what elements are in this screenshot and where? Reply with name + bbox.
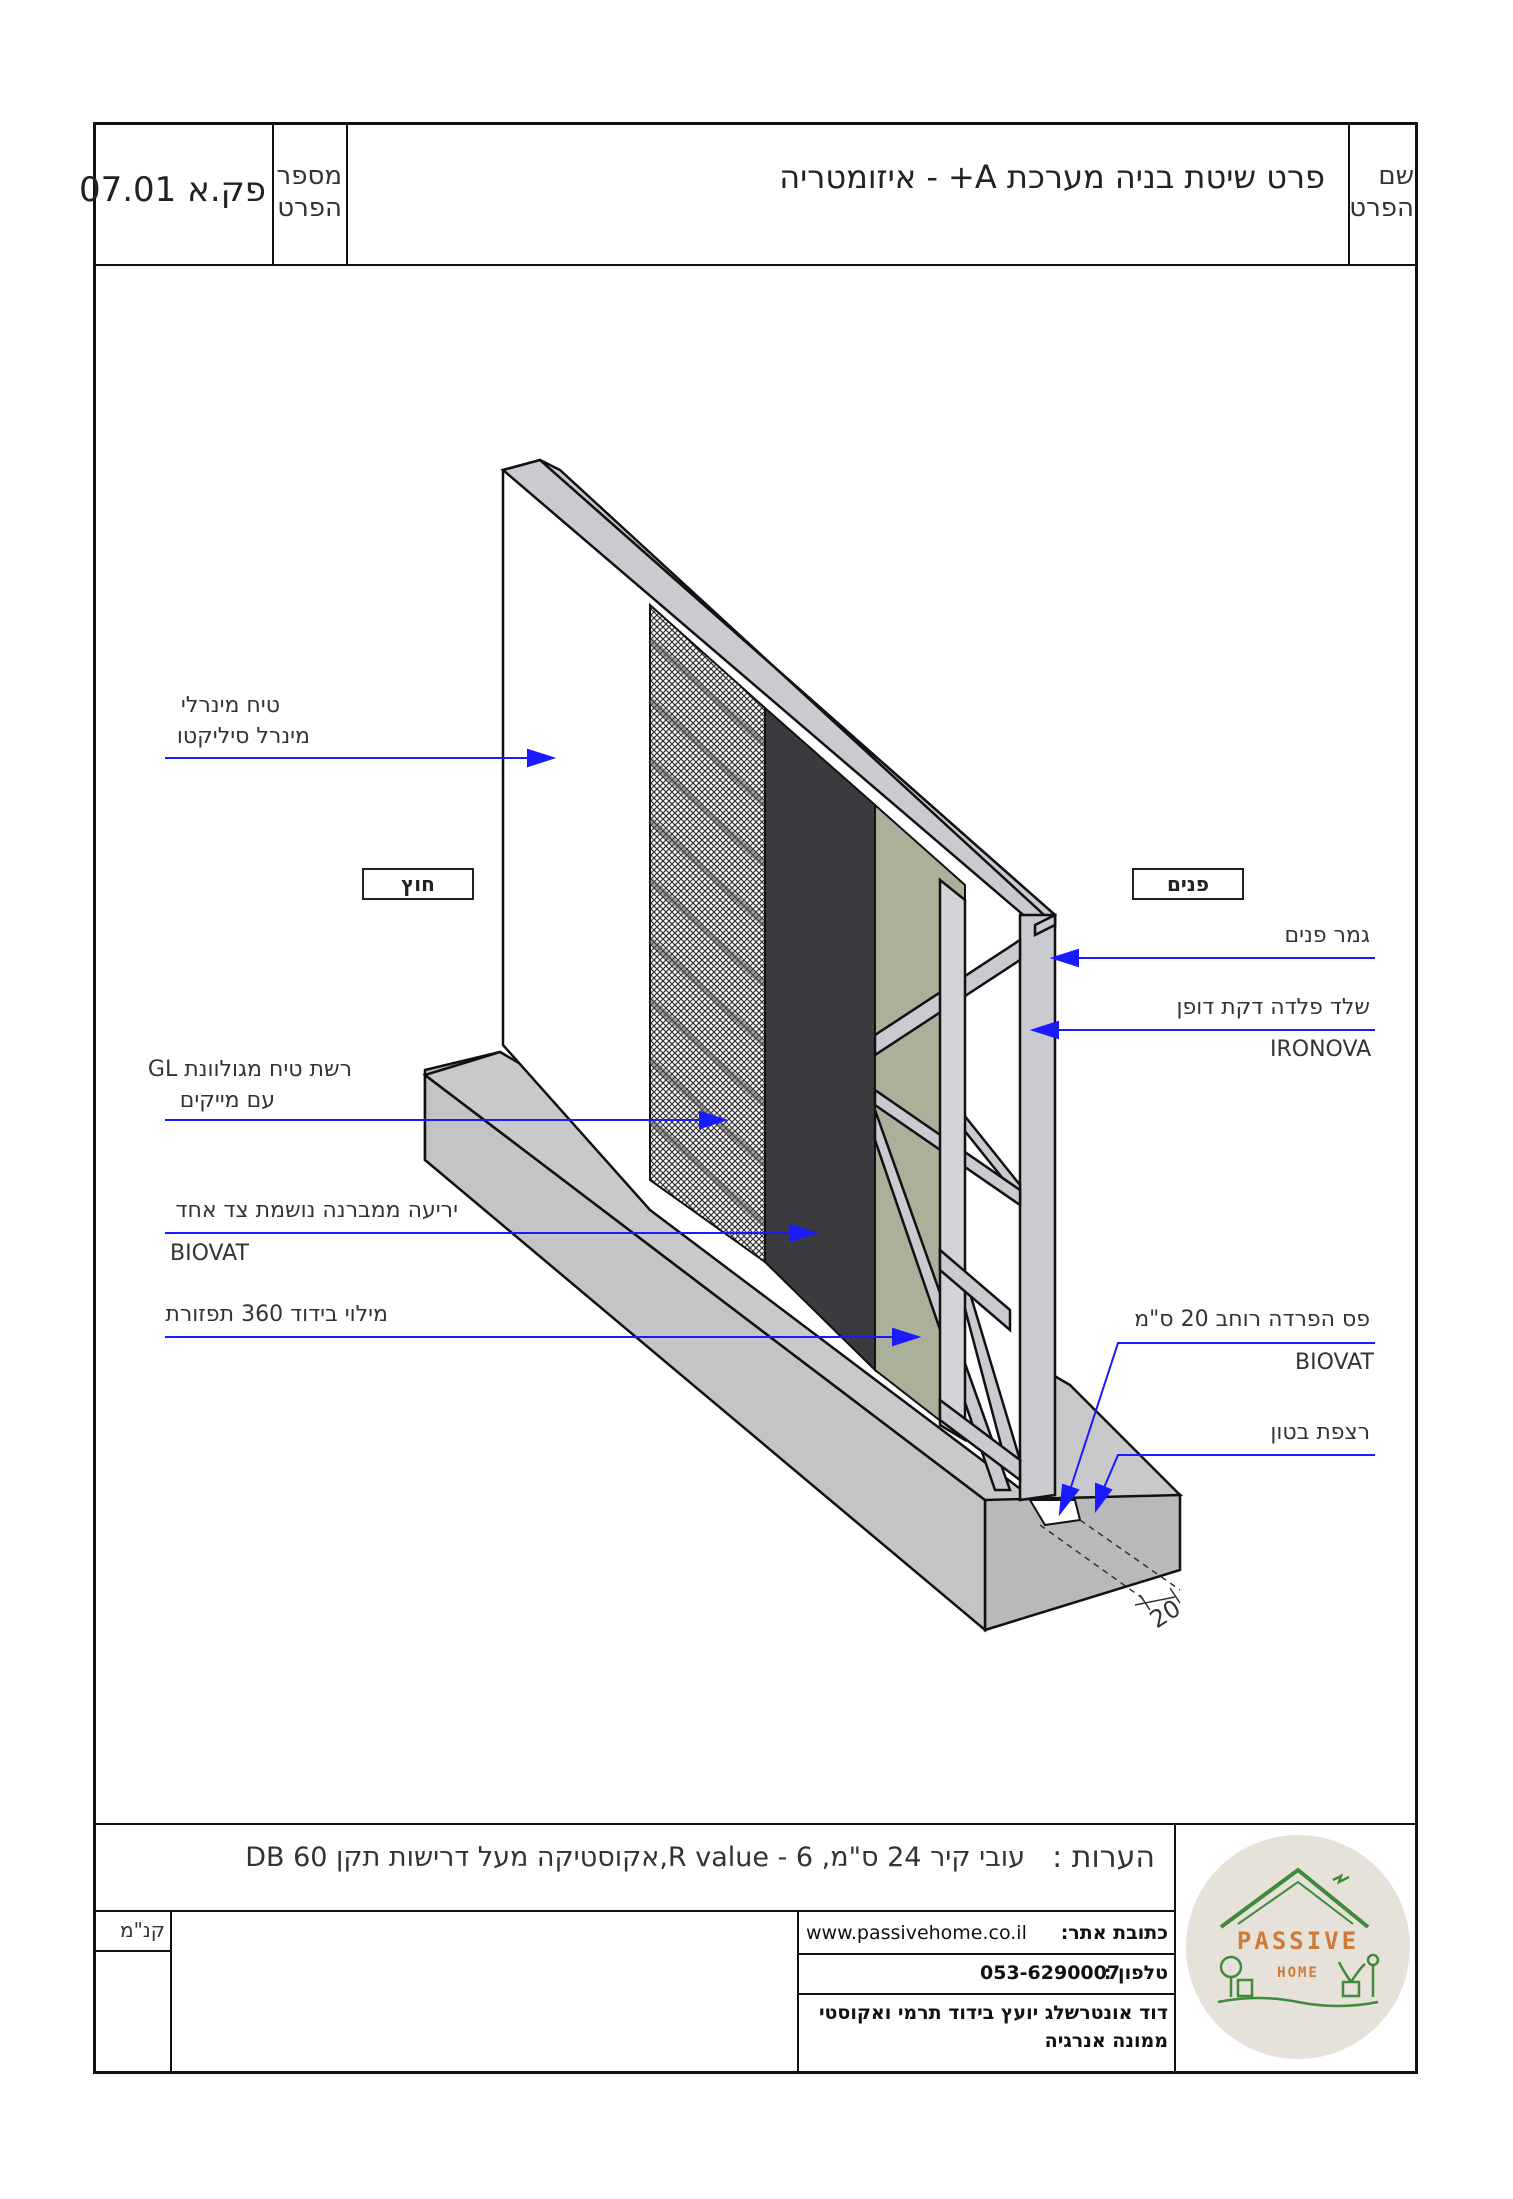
label-insulation: מילוי בידוד 360 תפזורת — [165, 1302, 388, 1327]
footer-info-row-1 — [797, 1953, 1175, 1955]
detail-number-label: מספר הפרט — [276, 161, 342, 223]
logo-plant-icon — [1337, 1953, 1380, 1998]
logo-tree-icon — [1219, 1955, 1254, 1998]
leader-arrows — [165, 748, 1375, 1517]
website-label: כתובת אתר: — [1060, 1922, 1168, 1944]
detail-name-label: שם הפרט — [1349, 161, 1414, 223]
footer-scale-row — [93, 1950, 171, 1952]
dimension-lines — [1039, 1519, 1181, 1611]
label-separation-strip-brand: BIOVAT — [1295, 1350, 1374, 1375]
membrane-layer — [764, 705, 876, 1373]
label-separation-strip: פס הפרדה רוחב 20 ס"מ — [1134, 1307, 1370, 1332]
consultant-title: ממונה אנרגיה — [1044, 2030, 1168, 2052]
footer-notes-divider — [93, 1910, 1175, 1912]
label-plaster-mesh: רשת טיח מגולוונת GL — [147, 1057, 352, 1082]
detail-title: פרט שיטת בניה מערכת A+ - איזומטריה — [779, 158, 1325, 196]
logo-word-home: HOME — [1277, 1965, 1319, 1981]
tag-inside: פנים — [1132, 868, 1244, 900]
header-divider — [93, 264, 1418, 266]
label-mineral-silicato: מינרל סיליקטו — [176, 724, 310, 749]
label-interior-finish: גמר פנים — [1284, 923, 1371, 948]
notes-label: הערות : — [1052, 1840, 1155, 1875]
website-link[interactable]: www.passivehome.co.il — [806, 1922, 1027, 1944]
consultant-name: דוד אונטרשלג יועץ בידוד תרמי ואקוסטי — [818, 2002, 1168, 2024]
footer-info-divider — [797, 1910, 799, 2074]
label-steel-frame: שלד פלדה דקת דופן — [1176, 995, 1370, 1020]
label-concrete-floor: רצפת בטון — [1270, 1420, 1370, 1445]
label-membrane: יריעה ממברנה נושמת צד אחד — [175, 1198, 458, 1223]
phone-label: טלפון : — [1103, 1962, 1168, 1984]
header-col-divider-3 — [1348, 122, 1350, 265]
label-mesh-anchors: עם מייקים — [179, 1088, 275, 1113]
steel-frame — [500, 458, 1058, 1502]
footer-scale-divider — [170, 1910, 172, 2074]
scale-label: קנ"מ — [120, 1918, 165, 1942]
header-col-divider-2 — [346, 122, 348, 265]
header-col-divider-1 — [272, 122, 274, 265]
notes-text: עובי קיר 24 ס"מ, R value - 6,אקוסטיקה מע… — [245, 1842, 1025, 1873]
drawing-frame — [93, 122, 1418, 2074]
label-membrane-brand: BIOVAT — [170, 1241, 249, 1266]
label-steel-frame-brand: IRONOVA — [1270, 1037, 1372, 1062]
tag-outside: חוץ — [362, 868, 474, 900]
detail-code: פק.א 07.01 — [78, 170, 266, 210]
mesh-band-lines — [647, 637, 768, 1228]
phone-number: 053-6290007 — [980, 1962, 1121, 1984]
footer-divider — [93, 1823, 1418, 1825]
passive-home-logo: PASSIVE HOME — [1186, 1835, 1410, 2059]
logo-word-passive: PASSIVE — [1237, 1927, 1359, 1955]
label-mineral-plaster: טיח מינרלי — [180, 693, 280, 718]
footer-info-row-2 — [797, 1993, 1175, 1995]
footer-logo-divider — [1174, 1823, 1176, 2074]
